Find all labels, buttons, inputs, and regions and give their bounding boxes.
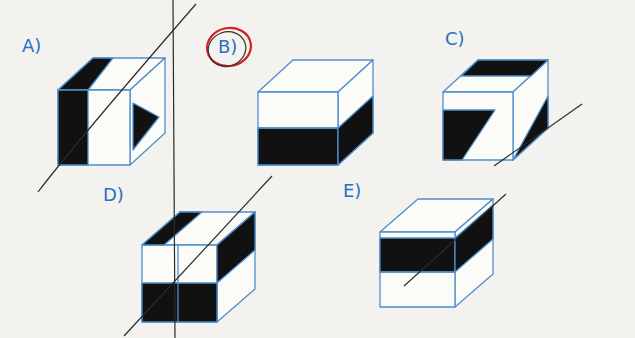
cube-e bbox=[380, 199, 493, 307]
option-label: D) bbox=[103, 186, 124, 204]
pen-strokes bbox=[38, 0, 582, 338]
option-label: E) bbox=[343, 182, 361, 200]
cube-b bbox=[258, 60, 373, 165]
option-label: A) bbox=[22, 37, 41, 55]
cube-c bbox=[443, 60, 548, 160]
cube-d bbox=[142, 212, 255, 322]
option-label: B) bbox=[218, 38, 237, 56]
cube-a bbox=[58, 58, 165, 165]
option-label: C) bbox=[445, 30, 465, 48]
answer-circle bbox=[203, 24, 254, 71]
